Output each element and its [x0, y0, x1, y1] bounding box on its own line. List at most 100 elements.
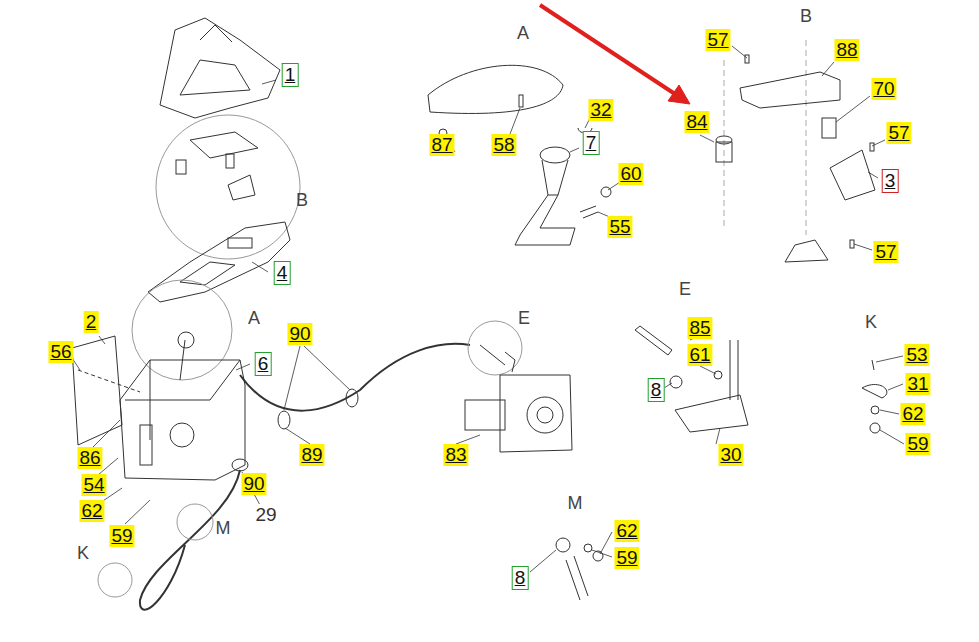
callout-number: 88: [834, 39, 859, 61]
ball-joint: [556, 538, 570, 552]
screw: [745, 55, 749, 63]
nut: [714, 371, 722, 379]
console-part: [140, 425, 152, 465]
view-letter: E: [516, 307, 532, 329]
washer: [584, 544, 592, 552]
switch-part: [822, 118, 836, 138]
detail-circle: [468, 321, 522, 375]
cable: [240, 344, 470, 411]
callout-number: 62: [614, 520, 639, 542]
pump-part: [500, 375, 572, 452]
callout-number: 84: [684, 111, 709, 133]
cover-part: [428, 65, 563, 113]
switch-part: [226, 154, 234, 168]
clip: [346, 389, 358, 407]
callout-number: 57: [873, 241, 898, 263]
callout-number: 62: [79, 500, 104, 522]
detail-circle: [98, 563, 132, 597]
callout-number: 61: [687, 344, 712, 366]
screw: [870, 143, 874, 151]
clip: [278, 411, 290, 429]
washer: [871, 406, 879, 414]
view-letter: M: [566, 492, 585, 514]
axis-line: [806, 40, 807, 235]
callout-number: 55: [607, 216, 632, 238]
clip: [232, 459, 248, 471]
screw: [850, 240, 854, 248]
view-letter: A: [515, 22, 531, 44]
callout-number: 59: [905, 433, 930, 455]
callout-number: 30: [718, 444, 743, 466]
leader-lines: [72, 46, 904, 572]
washer: [601, 187, 611, 197]
console-part: [170, 423, 194, 447]
callout-number: 90: [287, 323, 312, 345]
callout-number: 89: [299, 444, 324, 466]
callout-number: 54: [81, 474, 106, 496]
cable-end: [480, 345, 515, 372]
pump-part: [537, 407, 553, 423]
cover-part: [190, 132, 258, 158]
callout-number: 59: [614, 547, 639, 569]
detail-circle: [156, 115, 300, 259]
axis-line: [724, 60, 725, 230]
assembly-line: [78, 370, 140, 392]
lever-part: [515, 195, 575, 245]
cable: [140, 470, 240, 610]
callout-number: 8: [648, 378, 665, 402]
bolt: [580, 206, 598, 218]
callout-number: 70: [871, 78, 896, 100]
view-letter: B: [798, 5, 814, 27]
callout-number: 2: [84, 311, 99, 333]
callout-number: 32: [588, 99, 613, 121]
callout-number: 86: [77, 447, 102, 469]
callout-number: 59: [109, 525, 134, 547]
nut: [870, 423, 880, 433]
view-letter: M: [214, 517, 233, 539]
callout-number: 57: [886, 122, 911, 144]
rod: [635, 326, 672, 355]
callout-number: 1: [282, 63, 299, 87]
screw: [519, 95, 523, 107]
detail-circle: [177, 504, 213, 540]
callout-number: 58: [491, 134, 516, 156]
cover-part: [160, 18, 280, 118]
console-part: [120, 360, 245, 480]
callout-number: 7: [583, 131, 600, 155]
callout-number: 60: [618, 163, 643, 185]
panel-part: [148, 222, 290, 302]
callout-number: 53: [904, 344, 929, 366]
callout-number: 57: [705, 29, 730, 51]
callout-number: 56: [48, 341, 73, 363]
pump-part: [527, 397, 563, 433]
switch-plate: [228, 175, 255, 200]
panel-part: [228, 238, 252, 248]
callout-number: 62: [900, 403, 925, 425]
lever-knob: [540, 147, 570, 195]
callout-number: 87: [429, 134, 454, 156]
highlight-arrow: [540, 5, 678, 96]
callout-number: 90: [241, 473, 266, 495]
shaft: [730, 340, 738, 400]
view-letter: B: [294, 189, 310, 211]
callout-number: 31: [905, 373, 930, 395]
view-letter: A: [246, 307, 262, 329]
bracket-part: [785, 240, 828, 262]
callout-number: 8: [512, 566, 529, 590]
callout-number: 29: [253, 504, 278, 526]
switch-part: [716, 142, 732, 162]
ball-joint: [670, 376, 682, 388]
cover-part: [200, 25, 232, 42]
callout-number: 83: [443, 444, 468, 466]
switch-plate: [830, 150, 875, 200]
rod: [566, 556, 588, 600]
switch-part: [716, 136, 732, 144]
pump-part: [465, 400, 505, 430]
view-letter: K: [75, 542, 91, 564]
cover-part: [740, 72, 840, 108]
panel-part: [72, 336, 122, 445]
callout-number: 3: [882, 169, 899, 193]
lever-part: [178, 332, 194, 380]
view-letter: K: [863, 311, 879, 333]
